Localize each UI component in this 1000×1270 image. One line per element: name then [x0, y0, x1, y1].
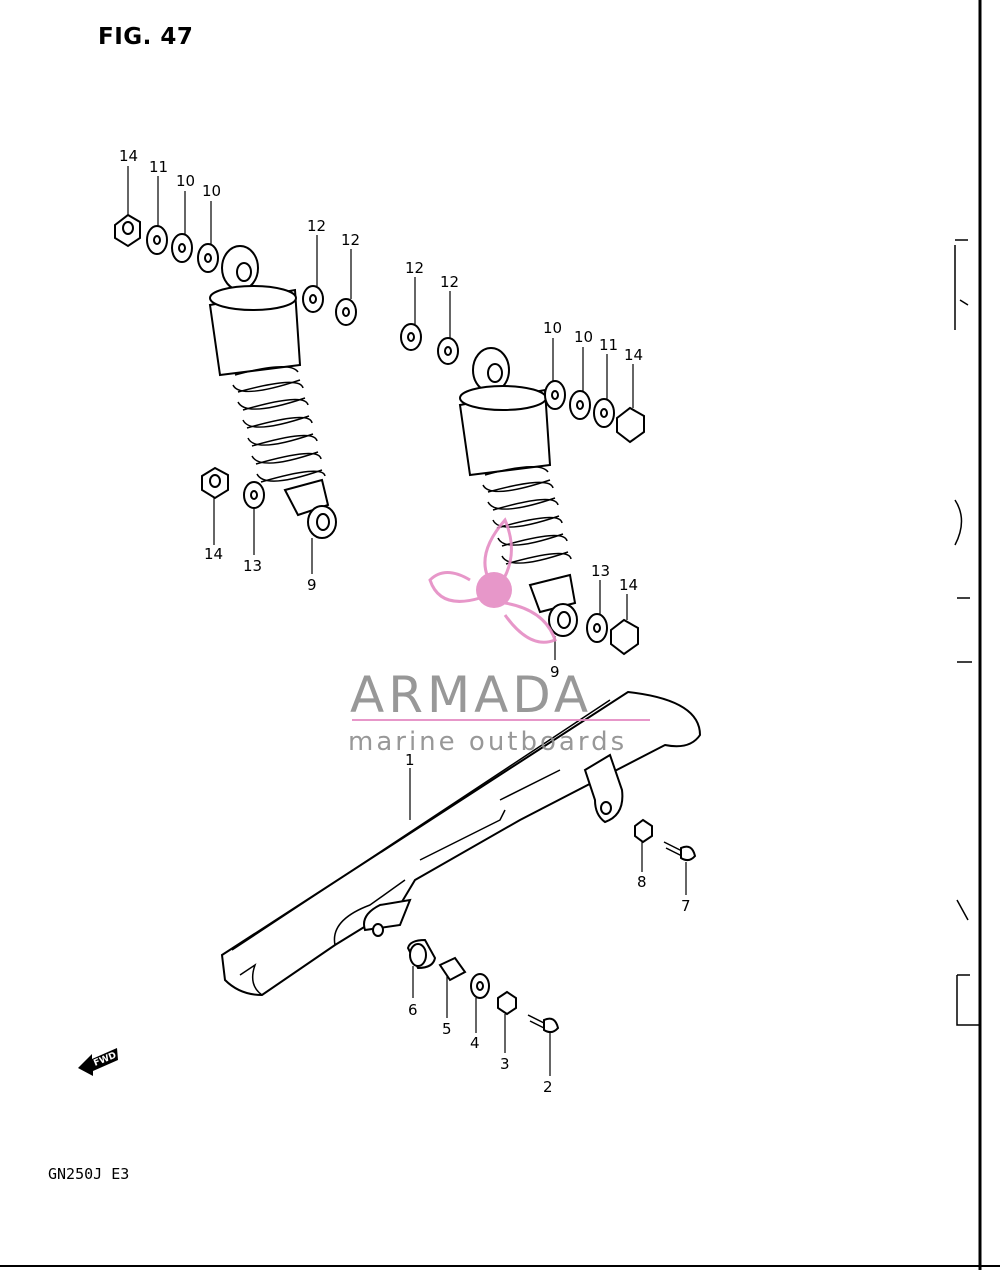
callout-10: 10	[202, 182, 221, 200]
callout-12: 12	[307, 217, 326, 235]
callout-1: 1	[405, 751, 415, 769]
propeller-icon	[428, 517, 557, 644]
callout-2: 2	[543, 1078, 553, 1096]
watermark-subtitle: marine outboards	[348, 727, 627, 757]
callout-4: 4	[470, 1034, 480, 1052]
callout-7: 7	[681, 897, 691, 915]
fwd-label: FWD	[92, 1051, 118, 1069]
callout-11: 11	[599, 336, 618, 354]
figure-title: FIG. 47	[98, 24, 194, 50]
callout-labels: 14 11 10 10 12 12 12 12 10 10 11 14 14 1…	[119, 147, 691, 1096]
callout-9: 9	[307, 576, 317, 594]
callout-12: 12	[341, 231, 360, 249]
callout-10: 10	[176, 172, 195, 190]
callout-12: 12	[440, 273, 459, 291]
forward-direction-arrow: FWD	[78, 1048, 118, 1076]
edge-marks	[954, 239, 980, 1026]
model-code: GN250J E3	[48, 1165, 130, 1183]
callout-6: 6	[408, 1001, 418, 1019]
callout-5: 5	[442, 1020, 452, 1038]
callout-9: 9	[550, 663, 560, 681]
callout-11: 11	[149, 158, 168, 176]
callout-14: 14	[619, 576, 638, 594]
watermark-logo: ARMADA marine outboards	[348, 517, 650, 757]
leader-lines	[127, 166, 687, 1076]
callout-3: 3	[500, 1055, 510, 1073]
callout-10: 10	[543, 319, 562, 337]
callout-12: 12	[405, 259, 424, 277]
chain-case-hardware	[406, 818, 697, 1034]
callout-14: 14	[204, 545, 223, 563]
callout-13: 13	[243, 557, 262, 575]
callout-14: 14	[119, 147, 138, 165]
callout-14: 14	[624, 346, 643, 364]
chain-case	[220, 690, 702, 997]
watermark-title: ARMADA	[350, 666, 592, 724]
callout-10: 10	[574, 328, 593, 346]
washers-and-nuts	[114, 213, 645, 656]
left-rear-shock-absorber	[208, 245, 337, 539]
right-rear-shock-absorber	[458, 347, 578, 637]
callout-8: 8	[637, 873, 647, 891]
callout-13: 13	[591, 562, 610, 580]
